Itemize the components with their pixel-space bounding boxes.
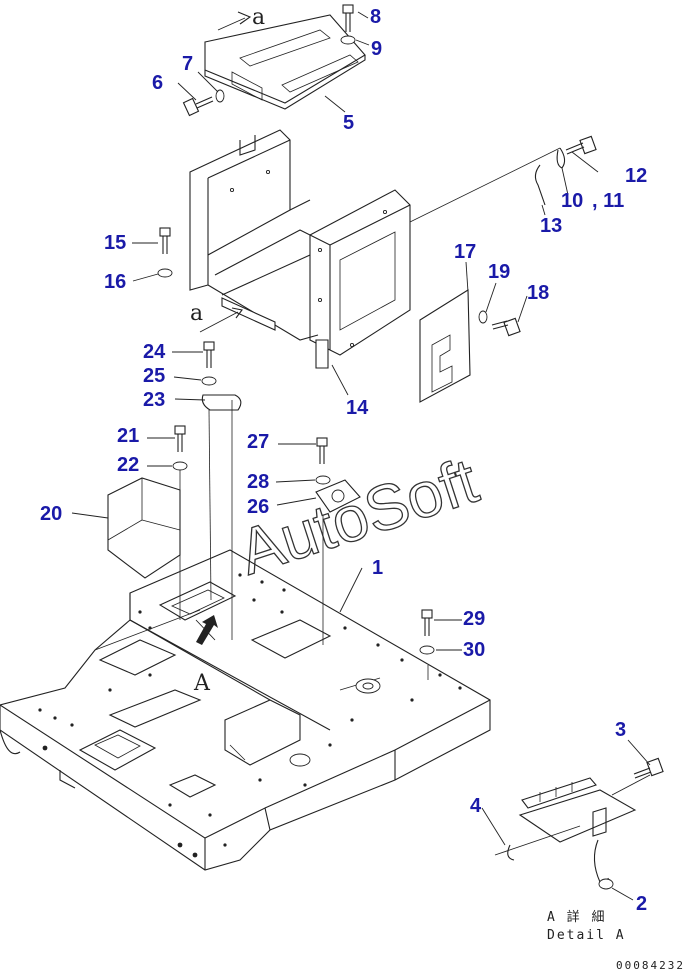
callout-10: 10 (561, 190, 583, 212)
bolt-29 (421, 609, 433, 636)
view-marker-a-upper: a (252, 5, 265, 30)
callout-12: 12 (625, 165, 647, 187)
callout-30: 30 (463, 639, 485, 661)
callout-26: 26 (247, 496, 269, 518)
view-marker-a-lower: a (190, 301, 203, 326)
cover-20 (107, 477, 181, 579)
top-cover-plate (204, 11, 366, 110)
hidden-line-12 (409, 147, 561, 223)
washer-22 (172, 461, 188, 471)
bolt-21 (174, 425, 186, 452)
washer-7 (215, 89, 225, 103)
callout-5: 5 (343, 112, 354, 134)
callout-13: 13 (540, 215, 562, 237)
bolt-15 (159, 227, 171, 254)
callout-17: 17 (454, 241, 476, 263)
washer-30 (419, 645, 435, 655)
document-id: 00084232 (616, 959, 685, 972)
callout-6: 6 (152, 72, 163, 94)
callout-9: 9 (371, 38, 382, 60)
hidden-line (208, 409, 212, 601)
bolt-27 (316, 437, 328, 464)
callout-14: 14 (346, 397, 369, 419)
washer-28 (315, 475, 331, 485)
clip-10 (556, 147, 566, 169)
callout-25: 25 (143, 365, 165, 387)
washer-9 (340, 35, 356, 45)
callout-7: 7 (182, 53, 193, 75)
callout-24: 24 (143, 341, 166, 363)
bolt-8 (342, 4, 354, 32)
callout-20: 20 (40, 503, 62, 525)
callout-19: 19 (488, 261, 510, 283)
callout-16: 16 (104, 271, 126, 293)
view-arrow-a (199, 311, 239, 333)
pad-23 (201, 394, 242, 411)
callout-18: 18 (527, 282, 549, 304)
bolt-6 (182, 96, 214, 117)
leader-lines (71, 11, 651, 901)
callout-23: 23 (143, 389, 165, 411)
floor-frame (0, 549, 491, 871)
washer-16 (157, 268, 173, 278)
spring-13 (534, 164, 546, 206)
washer-19 (478, 310, 488, 324)
spring-2 (593, 839, 610, 886)
side-cover-17 (419, 289, 471, 403)
callout-2: 2 (636, 893, 647, 915)
washer-25 (201, 376, 217, 386)
detail-caption: A 詳 細 Detail A (547, 909, 626, 943)
callout-29: 29 (463, 608, 485, 630)
detail-caption-en: Detail A (547, 928, 626, 943)
pin-3 (633, 757, 664, 779)
floor-holes (38, 573, 462, 858)
callout-1: 1 (372, 557, 383, 579)
seat-stand-frame (189, 129, 411, 369)
callout-27: 27 (247, 431, 269, 453)
view-marker-A: A (193, 671, 211, 696)
detail-caption-jp: A 詳 細 (547, 909, 606, 925)
callout-numbers: 1 2 3 4 5 6 7 8 9 10 , 11 12 13 14 15 16… (40, 6, 647, 915)
callout-22: 22 (117, 454, 139, 476)
callout-11: , 11 (592, 190, 624, 212)
callout-21: 21 (117, 425, 139, 447)
callout-8: 8 (370, 6, 381, 28)
bolt-18 (491, 317, 521, 337)
callout-4: 4 (470, 795, 482, 817)
detail-a-hinge (494, 757, 664, 890)
view-arrow-A (195, 615, 218, 645)
bolt-24 (203, 341, 215, 368)
callout-15: 15 (104, 232, 126, 254)
callout-3: 3 (615, 719, 626, 741)
callout-28: 28 (247, 471, 269, 493)
pin-12 (565, 135, 597, 155)
